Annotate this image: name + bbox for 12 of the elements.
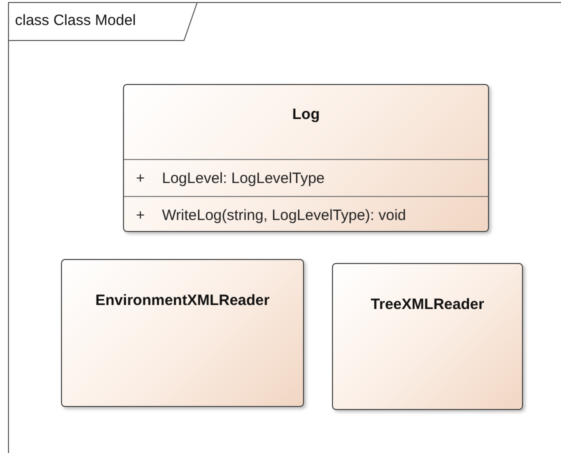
class-member: LogLevel: LogLevelType: [162, 170, 325, 186]
class-box: [332, 263, 523, 410]
visibility-marker: +: [135, 170, 146, 186]
diagram-frame: [8, 2, 561, 453]
visibility-marker: +: [135, 206, 146, 224]
frame-title: class Class Model: [15, 12, 136, 29]
class-member: WriteLog(string, LogLevelType): void: [162, 206, 406, 224]
class-name: Log: [291, 105, 321, 125]
class-name: EnvironmentXMLReader: [94, 291, 271, 311]
class-box: [123, 84, 489, 232]
class-box: [61, 259, 304, 407]
class-name: TreeXMLReader: [370, 295, 486, 315]
